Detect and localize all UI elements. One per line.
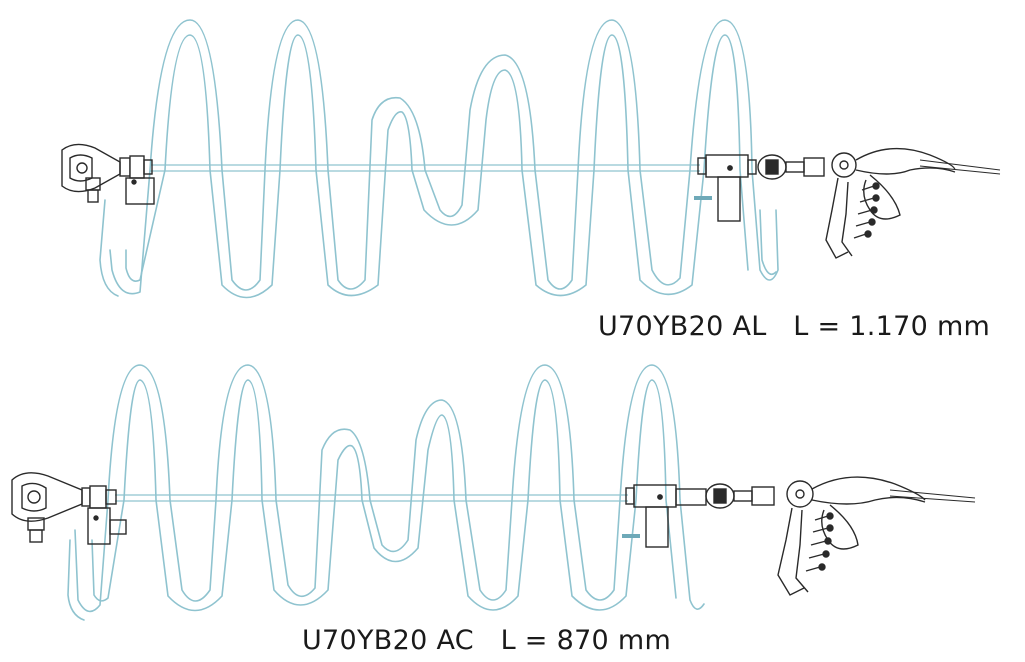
end-fitting-right-top	[694, 154, 825, 222]
suspension-clamp-top	[825, 147, 1001, 259]
clevis-fitting-left-bottom	[11, 472, 127, 545]
caption-top-assembly: U70YB20 AL L = 1.170 mm	[598, 311, 991, 342]
caption-bottom-assembly: U70YB20 AC L = 870 mm	[302, 625, 672, 656]
insulator-assembly-top	[61, 19, 1001, 299]
suspension-clamp-bottom	[777, 476, 976, 596]
clevis-fitting-left-top	[61, 143, 155, 205]
spiral-coil-bottom	[67, 364, 705, 621]
end-fitting-right-bottom	[622, 483, 775, 548]
insulator-assembly-bottom	[11, 364, 976, 621]
spiral-coil-top	[99, 19, 779, 299]
